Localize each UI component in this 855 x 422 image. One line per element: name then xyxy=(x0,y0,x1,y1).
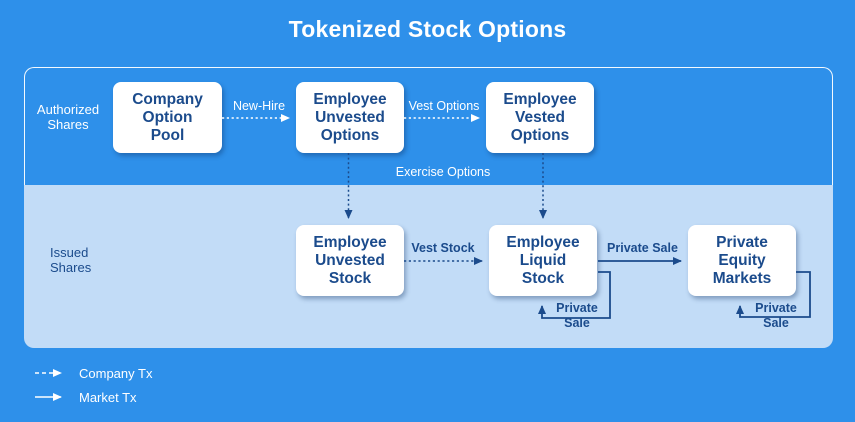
node-company-option-pool: Company Option Pool xyxy=(113,82,222,153)
issued-shares-label: Issued Shares xyxy=(50,245,92,275)
node-employee-liquid-stock: Employee Liquid Stock xyxy=(489,225,597,296)
node-label: Private Equity Markets xyxy=(712,233,772,287)
vest-options-label: Vest Options xyxy=(408,99,480,113)
node-employee-vested-options: Employee Vested Options xyxy=(486,82,594,153)
node-private-equity-markets: Private Equity Markets xyxy=(688,225,796,296)
legend-company-tx-label: Company Tx xyxy=(79,366,153,381)
page-title: Tokenized Stock Options xyxy=(288,16,567,42)
vest-stock-label: Vest Stock xyxy=(411,241,475,255)
legend-market-tx-label: Market Tx xyxy=(79,390,137,405)
private-sale-loop-markets-label: Private Sale xyxy=(755,301,797,330)
new-hire-label: New-Hire xyxy=(232,99,286,113)
node-label: Employee Unvested Options xyxy=(313,90,387,144)
authorized-shares-lane xyxy=(24,67,833,185)
private-sale-label: Private Sale xyxy=(607,241,678,255)
node-employee-unvested-options: Employee Unvested Options xyxy=(296,82,404,153)
node-label: Employee Vested Options xyxy=(503,90,577,144)
node-label: Employee Unvested Stock xyxy=(313,233,387,287)
private-sale-loop-liquid-label: Private Sale xyxy=(556,301,598,330)
node-employee-unvested-stock: Employee Unvested Stock xyxy=(296,225,404,296)
node-label: Employee Liquid Stock xyxy=(506,233,580,287)
node-label: Company Option Pool xyxy=(132,90,203,144)
authorized-shares-label: Authorized Shares xyxy=(36,102,100,132)
exercise-options-label: Exercise Options xyxy=(395,165,491,179)
